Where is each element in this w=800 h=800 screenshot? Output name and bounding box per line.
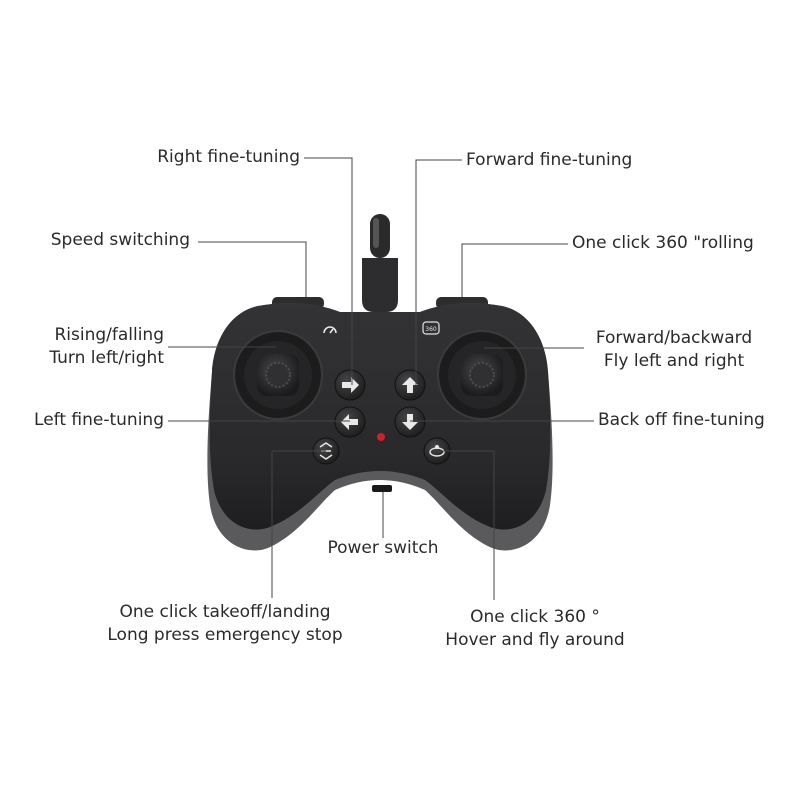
label-text: One click 360 "rolling	[572, 233, 754, 253]
label-text: Back off fine-tuning	[598, 410, 765, 430]
label-text: Fly left and right	[603, 351, 745, 371]
arrow-left-icon	[341, 414, 358, 430]
power-switch[interactable]	[372, 485, 392, 492]
label-speed-switching: Speed switching	[30, 229, 190, 252]
label-rising-falling: Rising/falling Turn left/right	[20, 324, 164, 370]
power-led	[377, 433, 385, 441]
arrow-down-icon	[402, 414, 418, 430]
antenna	[362, 214, 398, 312]
label-text: One click takeoff/landing	[119, 602, 331, 622]
leader-roll-360	[461, 243, 568, 297]
label-text: Speed switching	[50, 230, 190, 250]
label-power-switch: Power switch	[300, 537, 466, 560]
left-trim-button[interactable]	[334, 406, 366, 438]
right-joystick[interactable]	[437, 330, 527, 420]
label-text: Rising/falling	[54, 325, 164, 345]
label-left-fine-tuning: Left fine-tuning	[10, 409, 164, 432]
leader-forward-fine-tuning	[415, 159, 462, 385]
arrow-right-icon	[342, 377, 359, 393]
label-text: Hover and fly around	[445, 630, 625, 650]
forward-trim-button[interactable]	[394, 369, 426, 401]
label-text: Long press emergency stop	[107, 625, 343, 645]
label-text: Right fine-tuning	[157, 147, 300, 167]
label-one-click-360-rolling: One click 360 "rolling	[572, 232, 754, 255]
label-text: Turn left/right	[49, 348, 164, 368]
label-text: Left fine-tuning	[34, 410, 164, 430]
left-joystick[interactable]	[233, 330, 323, 420]
label-text: One click 360 °	[470, 607, 600, 627]
roll-360-icon: 360	[422, 321, 440, 335]
leader-speed-switching	[198, 241, 307, 297]
label-hover-360: One click 360 ° Hover and fly around	[430, 606, 640, 652]
leader-lines	[168, 157, 594, 600]
label-back-off-fine-tuning: Back off fine-tuning	[598, 409, 765, 432]
label-forward-backward: Forward/backward Fly left and right	[586, 327, 762, 373]
label-text: Forward/backward	[595, 328, 753, 348]
right-trim-button[interactable]	[334, 369, 366, 401]
leader-right-fine-tuning	[304, 157, 353, 385]
label-text: Forward fine-tuning	[466, 150, 633, 170]
speed-icon	[323, 326, 337, 334]
arrow-up-icon	[402, 377, 418, 393]
hover-360-icon	[429, 445, 445, 457]
label-takeoff-landing: One click takeoff/landing Long press eme…	[100, 601, 350, 647]
backward-trim-button[interactable]	[394, 406, 426, 438]
leader-hover-360	[437, 450, 495, 600]
label-text: Power switch	[327, 538, 439, 558]
label-forward-fine-tuning: Forward fine-tuning	[466, 149, 632, 172]
label-right-fine-tuning: Right fine-tuning	[140, 146, 300, 169]
svg-text:360: 360	[425, 326, 437, 333]
